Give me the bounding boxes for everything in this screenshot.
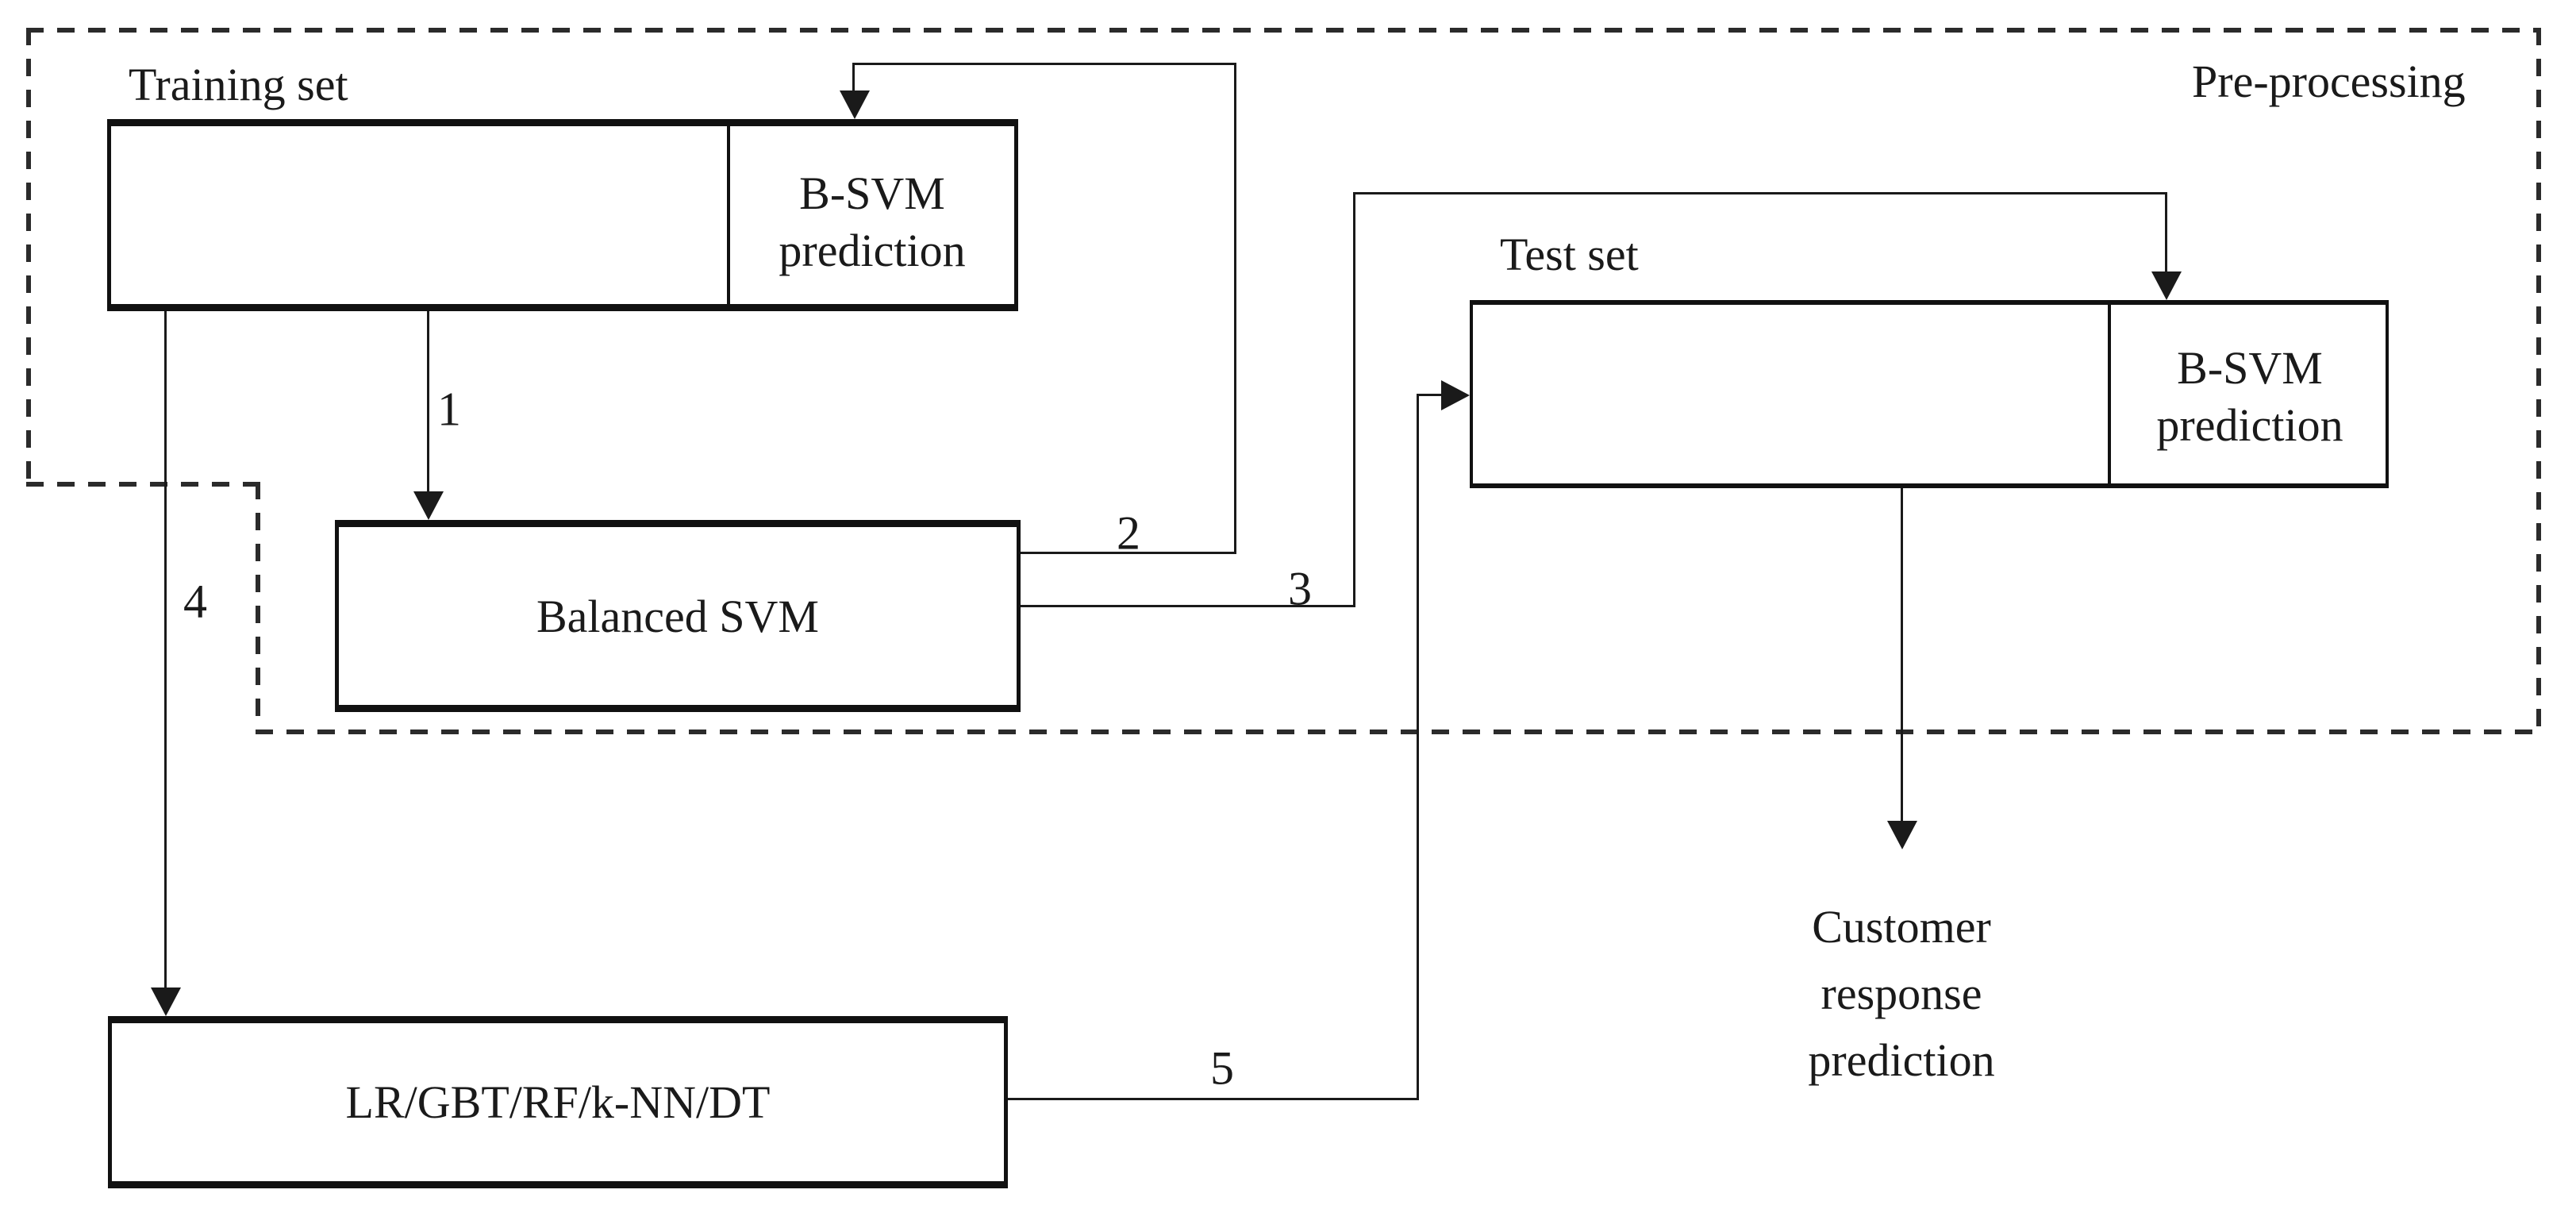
flow2-segment-out: [1021, 552, 1236, 554]
test-set-divider: [2108, 305, 2111, 483]
preprocessing-boundary-step-horizontal: [26, 482, 260, 487]
training-set-divider: [727, 126, 730, 304]
training-bsvm-line1: B-SVM: [799, 167, 945, 219]
preprocessing-boundary-left: [26, 28, 31, 487]
output-line2: response: [1821, 968, 1982, 1019]
output-line3: prediction: [1808, 1034, 1995, 1086]
test-bsvm-prediction-compartment: B-SVM prediction: [2111, 340, 2389, 454]
classifiers-box: LR/GBT/RF/k-NN/DT: [108, 1016, 1008, 1188]
flow5-segment-up: [1417, 395, 1419, 1100]
test-set-box: [1470, 300, 2389, 488]
training-set-box: [107, 119, 1018, 311]
flow3-step-number: 3: [1288, 562, 1312, 615]
test-set-label: Test set: [1500, 229, 1639, 280]
training-bsvm-prediction-compartment: B-SVM prediction: [726, 165, 1018, 279]
training-set-label: Training set: [129, 59, 348, 110]
classifiers-label: LR/GBT/RF/k-NN/DT: [345, 1076, 771, 1128]
flow5-step-number: 5: [1210, 1041, 1234, 1095]
flow1-line: [427, 311, 429, 496]
flow2-segment-up: [1234, 63, 1236, 554]
flow5-segment-out: [1008, 1098, 1419, 1100]
preprocessing-label: Pre-processing: [2192, 56, 2466, 107]
flow3-segment-top: [1353, 192, 2167, 194]
preprocessing-boundary-top: [26, 28, 2541, 33]
flow2-segment-top: [852, 63, 1236, 65]
flow4-line: [164, 311, 167, 991]
flow2-segment-down: [852, 63, 855, 93]
flow2-arrowhead-icon: [840, 90, 870, 119]
flow3-segment-down: [2165, 192, 2167, 275]
output-arrowhead-icon: [1887, 821, 1917, 849]
output-line1: Customer: [1812, 901, 1991, 953]
preprocessing-boundary-step-vertical: [256, 482, 260, 734]
balanced-svm-label: Balanced SVM: [536, 590, 819, 642]
flow5-arrowhead-icon: [1441, 380, 1470, 410]
training-bsvm-line2: prediction: [779, 225, 966, 276]
flow2-step-number: 2: [1117, 506, 1140, 560]
flow4-step-number: 4: [183, 575, 207, 628]
flow1-step-number: 1: [437, 383, 461, 436]
output-line: [1901, 488, 1903, 824]
flow4-arrowhead-icon: [151, 987, 181, 1016]
flow5-segment-in: [1417, 394, 1443, 396]
flow3-segment-up: [1353, 192, 1355, 607]
balanced-svm-box: Balanced SVM: [335, 520, 1021, 712]
flow3-segment-out: [1021, 605, 1355, 607]
preprocessing-boundary-right: [2536, 28, 2541, 734]
flow3-arrowhead-icon: [2151, 271, 2182, 300]
test-bsvm-line2: prediction: [2156, 399, 2343, 451]
flow1-arrowhead-icon: [413, 491, 444, 520]
preprocessing-boundary-bottom: [256, 730, 2541, 734]
customer-response-prediction-label: Customer response prediction: [1743, 894, 2060, 1094]
test-bsvm-line1: B-SVM: [2177, 342, 2323, 394]
